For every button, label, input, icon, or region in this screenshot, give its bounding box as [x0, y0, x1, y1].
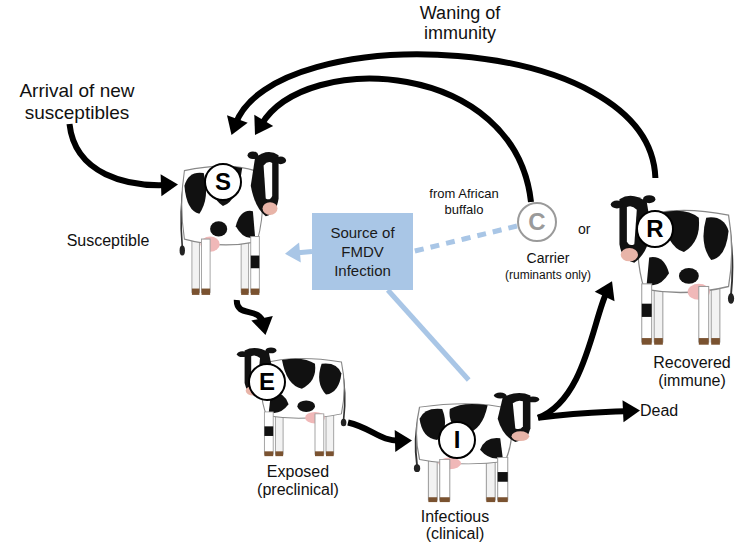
- compartment-letter: C: [528, 210, 545, 234]
- outcome-text: Dead: [640, 401, 678, 420]
- inflow-text: Arrival of new susceptibles: [2, 80, 152, 124]
- compartment-name: Susceptible: [60, 232, 156, 250]
- compartment-letter: E: [259, 370, 275, 394]
- connector: [70, 124, 179, 196]
- compartment-name: Infectious (clinical): [400, 508, 510, 542]
- letter-circle: S: [204, 163, 242, 201]
- compartment-name: Carrier: [508, 250, 588, 266]
- edge-label: from African buffalo: [418, 186, 510, 218]
- flow-arrow: [236, 54, 656, 178]
- letter-circle: R: [636, 210, 674, 248]
- compartment-cow: RRecovered (immune): [612, 178, 736, 350]
- compartment-letter: R: [646, 217, 663, 241]
- connector: [538, 400, 640, 422]
- compartment-name: Recovered (immune): [648, 354, 736, 390]
- compartment-name: (ruminants only): [498, 268, 598, 282]
- connector: [227, 54, 655, 178]
- flow-arrow: [538, 411, 628, 418]
- arrow-head: [227, 115, 248, 135]
- compartment-cow: SSusceptible: [178, 135, 285, 300]
- flow-arrow: [538, 292, 607, 418]
- infection-link: [388, 290, 469, 380]
- edge-label: Waning of immunity: [405, 3, 515, 43]
- source-box: Source of FMDV Infection: [312, 213, 413, 290]
- arrow-head: [623, 400, 641, 422]
- cow-infectious: [414, 393, 539, 502]
- connector: [237, 300, 273, 335]
- arrow-head: [254, 115, 273, 135]
- arrow-head: [595, 281, 615, 301]
- arrow-head: [251, 316, 272, 335]
- letter-circle: I: [438, 421, 476, 459]
- connector: [388, 290, 469, 380]
- node-label: Dead: [640, 401, 678, 420]
- node-label: Arrival of new susceptibles: [2, 80, 152, 124]
- compartment-cow: EExposed (preclinical): [238, 335, 348, 460]
- connector: [285, 243, 312, 263]
- box-label: Source of FMDV Infection: [320, 223, 405, 280]
- carrier-circle: CCarrier(ruminants only): [517, 202, 557, 242]
- flow-arrow: [261, 79, 531, 202]
- note-label: or: [578, 221, 590, 238]
- flow-arrow: [70, 124, 167, 185]
- flow-arrow: [348, 423, 400, 441]
- connector: [254, 79, 531, 202]
- connector: [348, 423, 412, 452]
- arrow-head: [285, 243, 301, 263]
- cow-exposed: [237, 347, 346, 456]
- cow-recovered: [611, 195, 734, 344]
- infection-link: [413, 226, 517, 252]
- compartment-letter: S: [215, 170, 231, 194]
- cow-susceptible: [180, 151, 286, 294]
- compartment-cow: IInfectious (clinical): [412, 380, 538, 506]
- arrow-head: [395, 430, 412, 452]
- connector: [538, 281, 615, 418]
- letter-circle: E: [248, 363, 286, 401]
- connector: [413, 226, 517, 252]
- compartment-letter: I: [454, 428, 461, 452]
- arrow-head: [161, 174, 178, 196]
- compartment-name: Exposed (preclinical): [246, 463, 350, 499]
